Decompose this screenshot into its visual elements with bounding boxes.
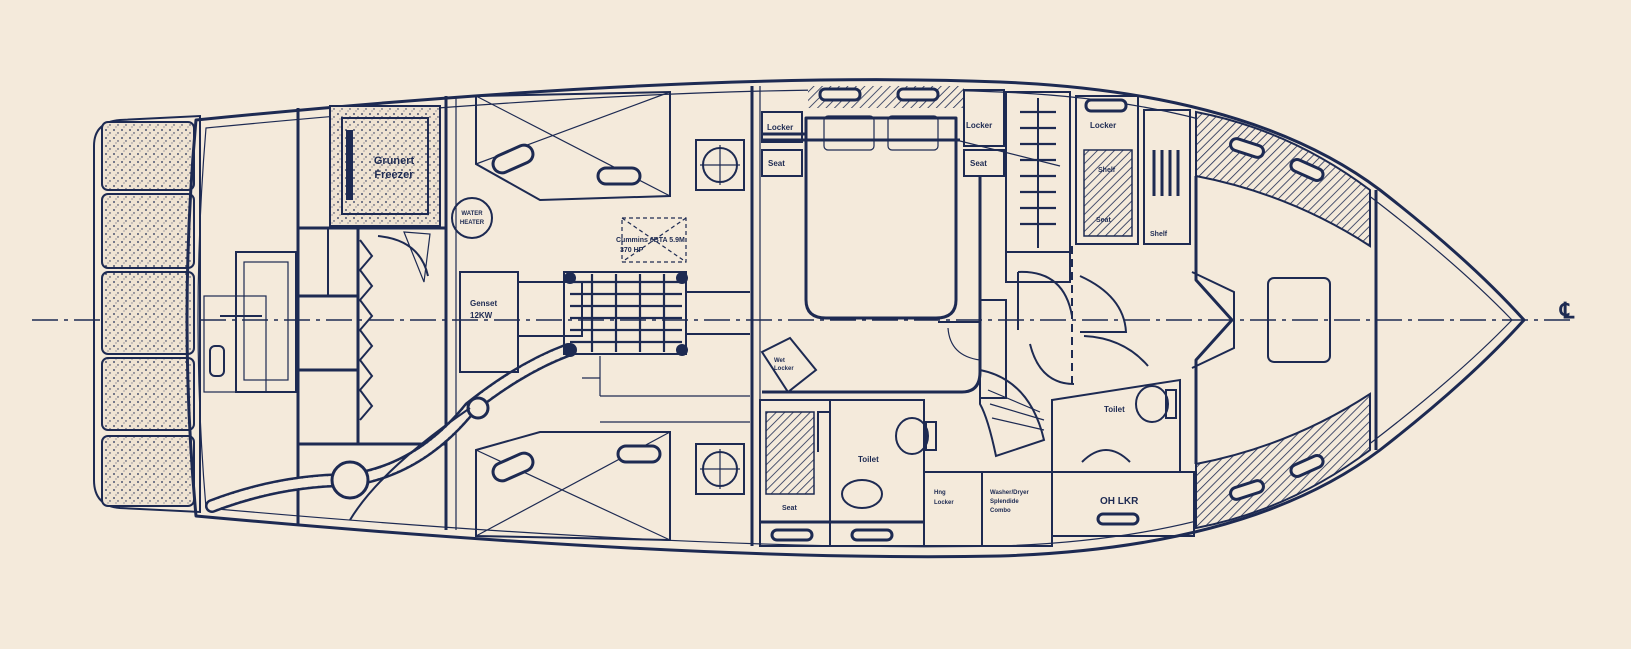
door-swings <box>1017 246 1149 388</box>
main-engine: Cummins 6BTA 5.9M 370 HP <box>517 217 750 396</box>
engine-label-2: 370 HP <box>620 247 644 254</box>
locker-fwd: Locker Shelf Seat Shelf <box>1075 95 1191 245</box>
swim-platform <box>93 114 201 514</box>
locker-mid: Locker Seat <box>963 89 1005 177</box>
fwd-head: Toilet OH LKR <box>1051 378 1195 537</box>
washer-dryer: Washer/Dryer Splendide Combo <box>981 471 1053 547</box>
seat-3-label: Seat <box>1096 217 1111 224</box>
aft-head: Toilet <box>829 399 937 547</box>
wet-locker-label-1: Wet <box>774 358 785 364</box>
hull-outline <box>185 78 1526 559</box>
wet-hanging-locker: Hng Locker <box>923 471 983 547</box>
wet-locker: Wet Locker <box>760 336 818 394</box>
shower-aft: Seat <box>759 399 831 547</box>
seat-2-label: Seat <box>970 159 987 168</box>
strainer-top <box>695 139 745 191</box>
locker-2-label: Locker <box>966 121 992 130</box>
master-berth <box>762 86 1061 394</box>
freezer-label-2: Freezer <box>374 169 414 181</box>
wet-locker-label-2: Locker <box>774 366 794 372</box>
centerline-symbol: ℄ <box>1559 298 1575 323</box>
oh-lkr-label: OH LKR <box>1100 496 1139 507</box>
exhaust-hose <box>205 343 575 521</box>
hng-locker-label-2: Locker <box>934 500 954 506</box>
hanging-locker-rod <box>1005 91 1071 283</box>
freezer-label-1: Grunert <box>374 155 415 167</box>
washer-label-1: Washer/Dryer <box>990 490 1029 496</box>
genset-label-2: 12KW <box>470 311 493 320</box>
water-heater-label-2: HEATER <box>460 220 485 226</box>
washer-label-2: Splendide <box>990 499 1019 505</box>
v-berth <box>1191 110 1371 530</box>
aft-steps <box>296 226 446 446</box>
shelf-label: Shelf <box>1098 167 1116 174</box>
water-heater: WATER HEATER <box>451 197 493 239</box>
washer-label-3: Combo <box>990 508 1011 514</box>
fuel-tank-starboard <box>475 90 671 202</box>
companionway <box>938 299 1046 458</box>
seat-1-label: Seat <box>768 159 785 168</box>
freezer: Grunert Freezer <box>329 105 441 283</box>
locker-3-label: Locker <box>1090 121 1116 130</box>
shelf-2-label: Shelf <box>1150 231 1168 238</box>
locker-aft: Locker Seat <box>761 111 803 177</box>
fuel-tank-port <box>475 431 671 542</box>
strainer-bottom <box>695 443 745 495</box>
toilet-fwd-label: Toilet <box>1104 405 1125 414</box>
lazarette-hatch <box>203 251 297 393</box>
genset: Genset 12KW <box>459 271 519 373</box>
water-heater-label-1: WATER <box>461 211 483 217</box>
shower-seat-label: Seat <box>782 505 797 512</box>
toilet-aft-label: Toilet <box>858 455 879 464</box>
locker-1-label: Locker <box>767 123 793 132</box>
engine-label-1: Cummins 6BTA 5.9M <box>616 237 685 244</box>
genset-label-1: Genset <box>470 299 497 308</box>
hng-locker-label-1: Hng <box>934 490 946 496</box>
